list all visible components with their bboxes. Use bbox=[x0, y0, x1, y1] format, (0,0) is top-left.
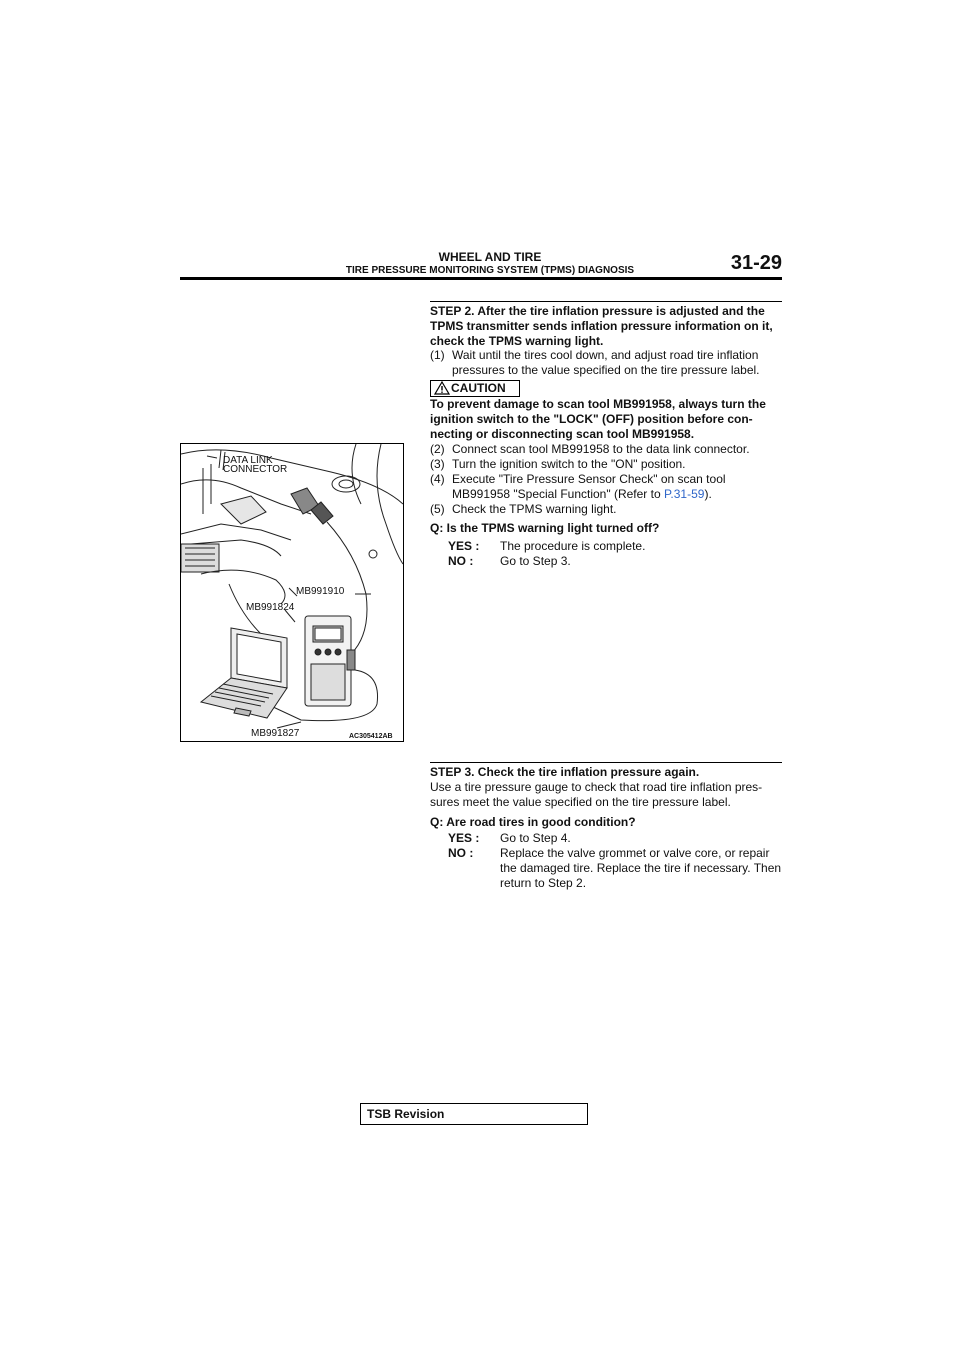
caution-label: CAUTION bbox=[451, 381, 506, 395]
item-number: (3) bbox=[430, 457, 445, 471]
figure-label-dlc-line2: CONNECTOR bbox=[223, 464, 288, 475]
tsb-revision-box: TSB Revision bbox=[360, 1103, 588, 1125]
figure-label-mb991824: MB991824 bbox=[246, 602, 295, 613]
no-label: NO : bbox=[448, 554, 474, 568]
step2-answers: YES : The procedure is complete. NO : Go t… bbox=[448, 539, 784, 569]
step3-heading: STEP 3. Check the tire inflation pressur… bbox=[430, 765, 700, 779]
section-subtitle: TIRE PRESSURE MONITORING SYSTEM (TPMS) D… bbox=[345, 265, 635, 276]
step2-yes: YES : The procedure is complete. bbox=[448, 539, 784, 554]
step2-rule bbox=[430, 301, 782, 302]
figure-label-mb991910: MB991910 bbox=[296, 586, 345, 597]
caution-box: CAUTION bbox=[430, 380, 520, 397]
step3-answers: YES : Go to Step 4. NO : Replace the valve… bbox=[448, 831, 784, 891]
item-text: Connect scan tool MB991958 to the data l… bbox=[452, 442, 750, 456]
step3-rule bbox=[430, 762, 782, 763]
figure-code: AC305412AB bbox=[349, 733, 393, 740]
item-number: (2) bbox=[430, 442, 445, 456]
step3-body: Use a tire pressure gauge to check that … bbox=[430, 780, 763, 809]
step2-items-2-5: (2) Connect scan tool MB991958 to the dat… bbox=[430, 442, 784, 517]
scan-tool-connection-figure: DATA LINK CONNECTOR MB991910 MB991824 MB… bbox=[180, 443, 404, 742]
no-text: Go to Step 3. bbox=[500, 554, 571, 568]
caution-text: To prevent damage to scan tool MB991958,… bbox=[430, 397, 766, 441]
step2-no: NO : Go to Step 3. bbox=[448, 554, 784, 569]
figure-label-dlc-line1: DATA LINK bbox=[223, 455, 273, 466]
page-reference-link[interactable]: P.31-59 bbox=[663, 487, 705, 501]
page-number: 31-29 bbox=[730, 252, 782, 274]
step3-question: Q: Are road tires in good condition? bbox=[430, 815, 636, 829]
step3-yes: YES : Go to Step 4. bbox=[448, 831, 784, 846]
tsb-revision-label: TSB Revision bbox=[367, 1107, 445, 1121]
item-text-end: ). bbox=[704, 487, 712, 501]
step2-item-3: (3) Turn the ignition switch to the "ON" … bbox=[430, 457, 784, 472]
header-rule bbox=[180, 277, 782, 280]
step2-item-1: (1) Wait until the tires cool down, and a… bbox=[430, 348, 784, 378]
no-label: NO : bbox=[448, 846, 474, 860]
yes-label: YES : bbox=[448, 539, 480, 553]
step2-question: Q: Is the TPMS warning light turned off? bbox=[430, 521, 660, 535]
item-text: Execute "Tire Pressure Sensor Check" on … bbox=[452, 472, 726, 501]
step2-heading: STEP 2. After the tire inflation pressur… bbox=[430, 304, 773, 348]
figure-label-mb991827: MB991827 bbox=[251, 728, 300, 739]
section-title: WHEEL AND TIRE bbox=[438, 250, 542, 264]
yes-text: The procedure is complete. bbox=[500, 539, 646, 553]
yes-text: Go to Step 4. bbox=[500, 831, 571, 845]
item-text: Wait until the tires cool down, and adju… bbox=[452, 348, 760, 377]
item-number: (5) bbox=[430, 502, 445, 516]
warning-triangle-icon bbox=[434, 381, 450, 395]
step2-item-4: (4) Execute "Tire Pressure Sensor Check" … bbox=[430, 472, 784, 502]
item-number: (1) bbox=[430, 348, 445, 362]
step2-item-5: (5) Check the TPMS warning light. bbox=[430, 502, 784, 517]
item-number: (4) bbox=[430, 472, 445, 486]
step2-item-2: (2) Connect scan tool MB991958 to the dat… bbox=[430, 442, 784, 457]
step3-no: NO : Replace the valve grommet or valve c… bbox=[448, 846, 784, 891]
item-text: Check the TPMS warning light. bbox=[452, 502, 617, 516]
yes-label: YES : bbox=[448, 831, 480, 845]
item-text: Turn the ignition switch to the "ON" pos… bbox=[452, 457, 686, 471]
no-text: Replace the valve grommet or valve core,… bbox=[500, 846, 782, 890]
scan-tool-illustration bbox=[181, 444, 403, 729]
